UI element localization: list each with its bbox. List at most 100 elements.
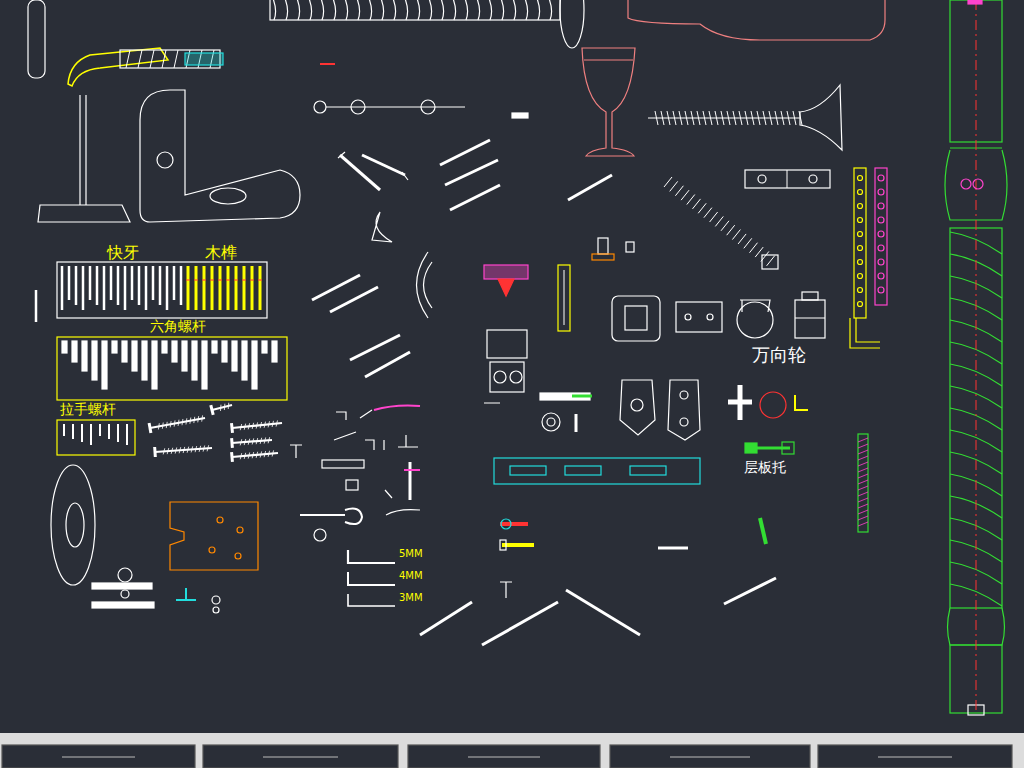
- rod-thread: [767, 256, 775, 266]
- screw-thread: [240, 453, 241, 459]
- screw-thread: [193, 417, 195, 423]
- screw-thread: [163, 448, 165, 454]
- plate-hole: [707, 314, 713, 320]
- part-name: 快牙: [107, 244, 139, 262]
- screw-thread: [158, 423, 160, 429]
- bolt-thread: [548, 0, 552, 20]
- dowel-groove: [858, 438, 868, 442]
- hex-bolt: [152, 341, 157, 389]
- cabinet-hinge: [620, 380, 655, 435]
- mount-plate: [170, 502, 258, 570]
- bolt-thread: [416, 0, 420, 20]
- screw-thread: [228, 403, 229, 409]
- bolt-thread: [356, 0, 360, 20]
- wrench: [300, 509, 362, 525]
- small-part: [212, 596, 220, 604]
- tee-pin: [290, 445, 302, 458]
- screw-thread: [260, 438, 262, 444]
- bolt-thread: [272, 0, 276, 20]
- eye-bolt: [314, 101, 326, 113]
- strip-hole: [878, 245, 884, 251]
- screw-thread: [268, 451, 269, 457]
- dowel-groove: [858, 456, 868, 460]
- dowel-mark: [250, 280, 254, 281]
- ring-clip: [417, 252, 433, 318]
- rod-thread: [727, 225, 735, 235]
- screw-thread: [769, 111, 772, 125]
- dowel-groove: [858, 510, 868, 514]
- screw: [138, 266, 141, 305]
- screw-head: [800, 85, 842, 150]
- part-name: 木榫: [205, 244, 237, 262]
- dowel-tip: [572, 395, 592, 398]
- bolt-thread: [524, 0, 528, 20]
- knife-segment: [126, 50, 130, 68]
- dowel-mark: [258, 280, 262, 281]
- screw-head: [230, 452, 234, 462]
- hex-bolt: [172, 341, 177, 362]
- cam-lock: [118, 568, 132, 582]
- dowel-mark: [186, 280, 190, 281]
- plate-split: [787, 170, 788, 188]
- dowel-mark: [242, 280, 246, 281]
- latch: [490, 362, 524, 392]
- screw-thread: [240, 439, 242, 445]
- plate-hole: [237, 527, 243, 533]
- screw-thread: [252, 452, 253, 458]
- screw: [145, 266, 148, 310]
- knob: [542, 413, 560, 431]
- dowel: [227, 266, 230, 310]
- screw-thread: [673, 111, 676, 125]
- screw-thread: [195, 446, 197, 452]
- rail-bar: [482, 602, 558, 645]
- strip-hole: [858, 218, 863, 223]
- screw-thread: [757, 111, 760, 125]
- hook: [372, 212, 392, 242]
- plate-hole: [809, 175, 817, 183]
- hex-bolt: [72, 341, 77, 362]
- magenta-mark: [404, 469, 420, 471]
- flat-bracket: [322, 460, 364, 468]
- bolt-washer: [560, 0, 584, 48]
- screw-thread: [272, 421, 273, 427]
- bolt-thread: [452, 0, 456, 20]
- hex-bolt: [252, 341, 257, 389]
- screw: [166, 266, 169, 310]
- screw-bolt: [409, 462, 412, 500]
- bolt-thread: [392, 0, 396, 20]
- slide-slot: [630, 466, 666, 475]
- caster-top: [802, 292, 818, 300]
- baluster-pin: [973, 179, 983, 189]
- dowel: [259, 266, 262, 310]
- screw-thread: [170, 421, 172, 427]
- screw-thread: [203, 446, 205, 452]
- title-frame: [408, 745, 600, 768]
- glass-line: [584, 60, 633, 61]
- knob: [314, 529, 326, 541]
- plate-hole: [217, 517, 223, 523]
- screw-thread: [727, 111, 730, 125]
- knife-segment: [150, 50, 154, 68]
- knob-hole: [547, 418, 555, 426]
- cabinet-hinge: [668, 380, 700, 440]
- part-name: 六角螺杆: [150, 319, 206, 334]
- bolt-thread: [536, 0, 540, 20]
- handle-bolt: [126, 424, 128, 445]
- dowel-mark: [234, 280, 238, 281]
- rod-thread: [675, 186, 683, 196]
- hex-bolt: [132, 341, 137, 371]
- shelf-pin: [745, 443, 757, 453]
- hex-bolt: [212, 341, 217, 353]
- dowel-groove: [858, 480, 868, 484]
- dowel-mark: [210, 280, 214, 281]
- screw-head: [500, 540, 506, 550]
- screw-thread: [252, 423, 253, 429]
- caster-bracket: [740, 300, 770, 312]
- screw-thread: [248, 423, 249, 429]
- rod-thread: [744, 238, 752, 248]
- screw: [89, 266, 92, 300]
- plate-hole: [758, 175, 766, 183]
- dowel-groove: [858, 504, 868, 508]
- strip-hole: [858, 246, 863, 251]
- screw-thread: [260, 451, 261, 457]
